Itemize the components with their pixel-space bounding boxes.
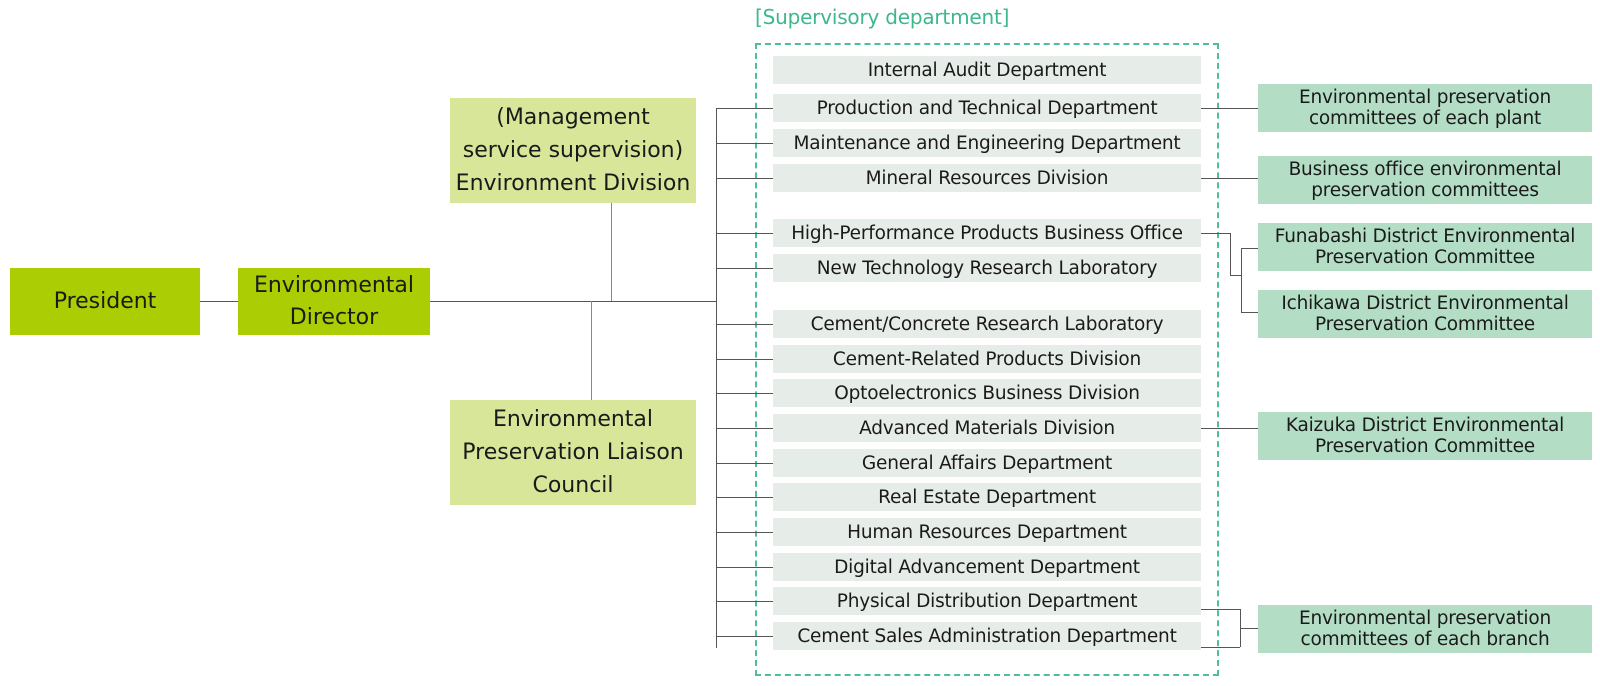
connector-liaison-council <box>591 301 592 400</box>
branch-cement-sales <box>716 636 773 637</box>
committee-ichikawa: Ichikawa District Environmental Preserva… <box>1258 290 1592 338</box>
branch-newtech <box>716 268 773 269</box>
committee-label-line1: Kaizuka District Environmental <box>1285 415 1565 436</box>
dept-label: Cement-Related Products Division <box>832 348 1142 370</box>
environment-division-line2: service supervision) <box>462 138 684 163</box>
branch-production <box>716 108 773 109</box>
committee-business-office: Business office environmental preservati… <box>1258 156 1592 204</box>
dept-label: High-Performance Products Business Offic… <box>791 222 1183 244</box>
connector-env-division <box>611 203 612 301</box>
committee-label-line2: Preservation Committee <box>1315 436 1535 457</box>
dept-optoelectronics: Optoelectronics Business Division <box>773 379 1201 407</box>
link-production-plant-committee <box>1201 108 1258 109</box>
committee-label-line1: Environmental preservation <box>1299 608 1551 629</box>
president-label: President <box>53 288 157 314</box>
environmental-director-box: Environmental Director <box>238 268 430 335</box>
dept-general-affairs: General Affairs Department <box>773 449 1201 477</box>
dept-label: Physical Distribution Department <box>836 590 1138 612</box>
committee-label-line2: Preservation Committee <box>1315 247 1535 268</box>
dept-high-performance-products: High-Performance Products Business Offic… <box>773 219 1201 247</box>
dept-label: New Technology Research Laboratory <box>816 257 1158 279</box>
trunk-line <box>716 108 717 648</box>
dept-label: Optoelectronics Business Division <box>834 382 1140 404</box>
branch-real-estate <box>716 497 773 498</box>
dept-label: Cement/Concrete Research Laboratory <box>810 313 1164 335</box>
dept-mineral-resources: Mineral Resources Division <box>773 164 1201 192</box>
committee-each-plant: Environmental preservation committees of… <box>1258 84 1592 132</box>
dept-label: Digital Advancement Department <box>834 556 1140 578</box>
dept-label: Production and Technical Department <box>816 97 1158 119</box>
environment-division-box: (Management service supervision) Environ… <box>450 98 696 203</box>
connector-president-director <box>200 301 238 302</box>
dept-cement-concrete-lab: Cement/Concrete Research Laboratory <box>773 310 1201 338</box>
committee-label-line1: Business office environmental <box>1288 159 1562 180</box>
link-hpp-down <box>1230 233 1231 275</box>
link-hpp-join <box>1230 275 1241 276</box>
branch-hpp <box>716 233 773 234</box>
branch-general-affairs <box>716 463 773 464</box>
dept-label: Mineral Resources Division <box>865 167 1109 189</box>
dept-label: Real Estate Department <box>878 486 1096 508</box>
environment-division-line1: (Management <box>496 105 650 130</box>
dept-human-resources: Human Resources Department <box>773 518 1201 546</box>
director-label-line1: Environmental <box>253 272 415 298</box>
branch-maintenance <box>716 143 773 144</box>
link-hpp-out <box>1201 233 1230 234</box>
dept-physical-distribution: Physical Distribution Department <box>773 587 1201 615</box>
director-label-line2: Director <box>289 304 379 330</box>
liaison-council-box: Environmental Preservation Liaison Counc… <box>450 400 696 505</box>
dept-production-technical: Production and Technical Department <box>773 94 1201 122</box>
dept-label: Maintenance and Engineering Department <box>793 132 1181 154</box>
committee-label-line1: Funabashi District Environmental <box>1274 226 1576 247</box>
branch-cement-related <box>716 359 773 360</box>
dept-digital-advancement: Digital Advancement Department <box>773 553 1201 581</box>
dept-cement-sales-admin: Cement Sales Administration Department <box>773 622 1201 650</box>
branch-advanced-materials <box>716 428 773 429</box>
link-cement-sales <box>1201 647 1240 648</box>
committee-label-line1: Ichikawa District Environmental <box>1281 293 1569 314</box>
committee-label-line2: committees of each branch <box>1300 629 1550 650</box>
president-box: President <box>10 268 200 335</box>
link-ichikawa <box>1241 312 1258 313</box>
dept-label: Cement Sales Administration Department <box>797 625 1177 647</box>
link-funabashi <box>1241 248 1258 249</box>
dept-cement-related-products: Cement-Related Products Division <box>773 345 1201 373</box>
liaison-council-line2: Preservation Liaison <box>462 440 684 465</box>
committee-label-line2: Preservation Committee <box>1315 314 1535 335</box>
liaison-council-line1: Environmental <box>492 407 654 432</box>
committee-funabashi: Funabashi District Environmental Preserv… <box>1258 223 1592 271</box>
connector-director-trunk <box>430 301 717 302</box>
dept-label: Advanced Materials Division <box>859 417 1115 439</box>
branch-mineral <box>716 178 773 179</box>
committee-label-line2: committees of each plant <box>1308 108 1542 129</box>
dept-advanced-materials: Advanced Materials Division <box>773 414 1201 442</box>
bracket-funabashi-ichikawa <box>1241 248 1242 312</box>
committee-kaizuka: Kaizuka District Environmental Preservat… <box>1258 412 1592 460</box>
link-branch-committee <box>1240 628 1258 629</box>
dept-new-technology-lab: New Technology Research Laboratory <box>773 254 1201 282</box>
dept-label: General Affairs Department <box>861 452 1113 474</box>
branch-physical-distribution <box>716 601 773 602</box>
dept-label: Internal Audit Department <box>867 59 1107 81</box>
link-mineral-business-office <box>1201 178 1258 179</box>
link-advanced-materials-kaizuka <box>1201 428 1258 429</box>
dept-internal-audit: Internal Audit Department <box>773 56 1201 84</box>
liaison-council-line3: Council <box>532 473 614 498</box>
dept-label: Human Resources Department <box>847 521 1127 543</box>
dept-maintenance-engineering: Maintenance and Engineering Department <box>773 129 1201 157</box>
dept-real-estate: Real Estate Department <box>773 483 1201 511</box>
branch-optoelectronics <box>716 393 773 394</box>
link-physical-distribution <box>1201 609 1240 610</box>
committee-label-line2: preservation committees <box>1311 180 1539 201</box>
committee-label-line1: Environmental preservation <box>1299 87 1551 108</box>
branch-human-resources <box>716 532 773 533</box>
supervisory-department-label: [Supervisory department] <box>755 5 1010 29</box>
branch-digital <box>716 567 773 568</box>
committee-each-branch: Environmental preservation committees of… <box>1258 605 1592 653</box>
branch-cement-concrete <box>716 324 773 325</box>
environment-division-line3: Environment Division <box>455 171 691 196</box>
